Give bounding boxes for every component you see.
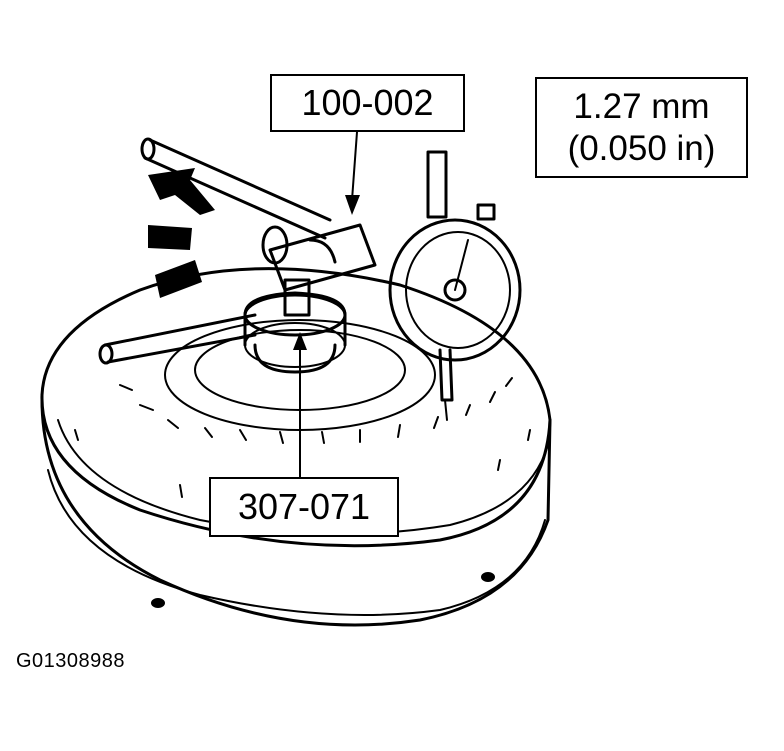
bar-lower bbox=[103, 313, 257, 364]
callout-tool-307-071: 307-071 bbox=[209, 477, 399, 537]
converter-lower-shell bbox=[40, 393, 552, 627]
figure-id: G01308988 bbox=[16, 650, 126, 672]
dial-indicator-icon bbox=[388, 150, 522, 421]
bracket-handle bbox=[148, 138, 332, 222]
spec-metric: 1.27 mm bbox=[573, 86, 710, 126]
callout-tool-100-002: 100-002 bbox=[270, 74, 465, 132]
rotation-arrow-icon bbox=[148, 168, 215, 298]
callout-tool-100-002-text: 100-002 bbox=[301, 82, 434, 123]
spec-imperial: (0.050 in) bbox=[567, 128, 716, 168]
dial-mount-arm bbox=[268, 223, 377, 292]
leader-line-top bbox=[351, 131, 358, 201]
callout-tool-307-071-text: 307-071 bbox=[237, 486, 371, 527]
specification-box: 1.27 mm (0.050 in) bbox=[535, 77, 748, 178]
